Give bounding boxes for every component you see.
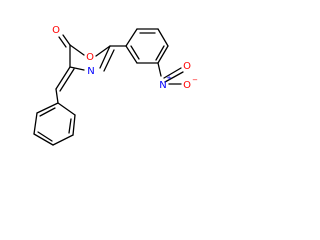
molecule-structure-diagram: O O N N + O O −	[33, 25, 198, 146]
nitro-nitrogen-label: N	[159, 80, 166, 91]
nitro-nitrogen-charge-label: +	[166, 74, 172, 82]
ring-nitrogen-label: N	[87, 66, 94, 77]
bond-ar-4	[157, 45, 169, 64]
bond-nitro-o-upper	[163, 67, 182, 79]
bond-ph-2	[72, 114, 76, 136]
bond-nitro-o-upper-double	[164, 71, 184, 83]
bond-c4-ch	[55, 66, 71, 90]
bond-ar-inner-2	[155, 45, 165, 61]
bond-c2-n3-double	[103, 49, 115, 72]
bond-o1-c2	[95, 45, 111, 57]
bond-ph-inner-3	[39, 107, 56, 117]
bond-ph-6	[36, 102, 59, 114]
nitro-oxygen-charge-label: −	[192, 76, 198, 84]
bond-ar-6	[125, 45, 138, 64]
bond-ph-inner-1	[68, 118, 72, 134]
bond-layer	[33, 28, 184, 146]
carbonyl-oxygen-label: O	[52, 25, 60, 36]
bond-ch-phenyl	[55, 88, 59, 104]
ring-oxygen-label: O	[86, 52, 94, 63]
bond-ph-inner-2	[37, 131, 53, 142]
bond-ar-3	[157, 28, 169, 47]
bond-c4-ch-double	[59, 68, 75, 92]
bond-c2-n3	[99, 45, 111, 69]
bond-ph-3	[52, 134, 74, 146]
bond-ph-4	[33, 133, 54, 146]
bond-ar-1	[125, 28, 138, 47]
nitro-oxygen-right-label: O	[183, 80, 191, 91]
bond-ph-5	[33, 112, 38, 135]
bond-c5-o-carbonyl	[62, 34, 71, 46]
bond-ph-1	[57, 102, 76, 116]
bond-ar-inner-3	[130, 45, 140, 60]
bond-ar-nitro	[157, 62, 162, 77]
bond-c5-o1	[69, 44, 85, 56]
bond-n3-c4	[69, 66, 85, 71]
atom-label-layer: O O N N + O O −	[52, 25, 198, 91]
nitro-oxygen-upper-label: O	[183, 61, 191, 72]
bond-c5-o-carbonyl-double	[58, 36, 67, 48]
